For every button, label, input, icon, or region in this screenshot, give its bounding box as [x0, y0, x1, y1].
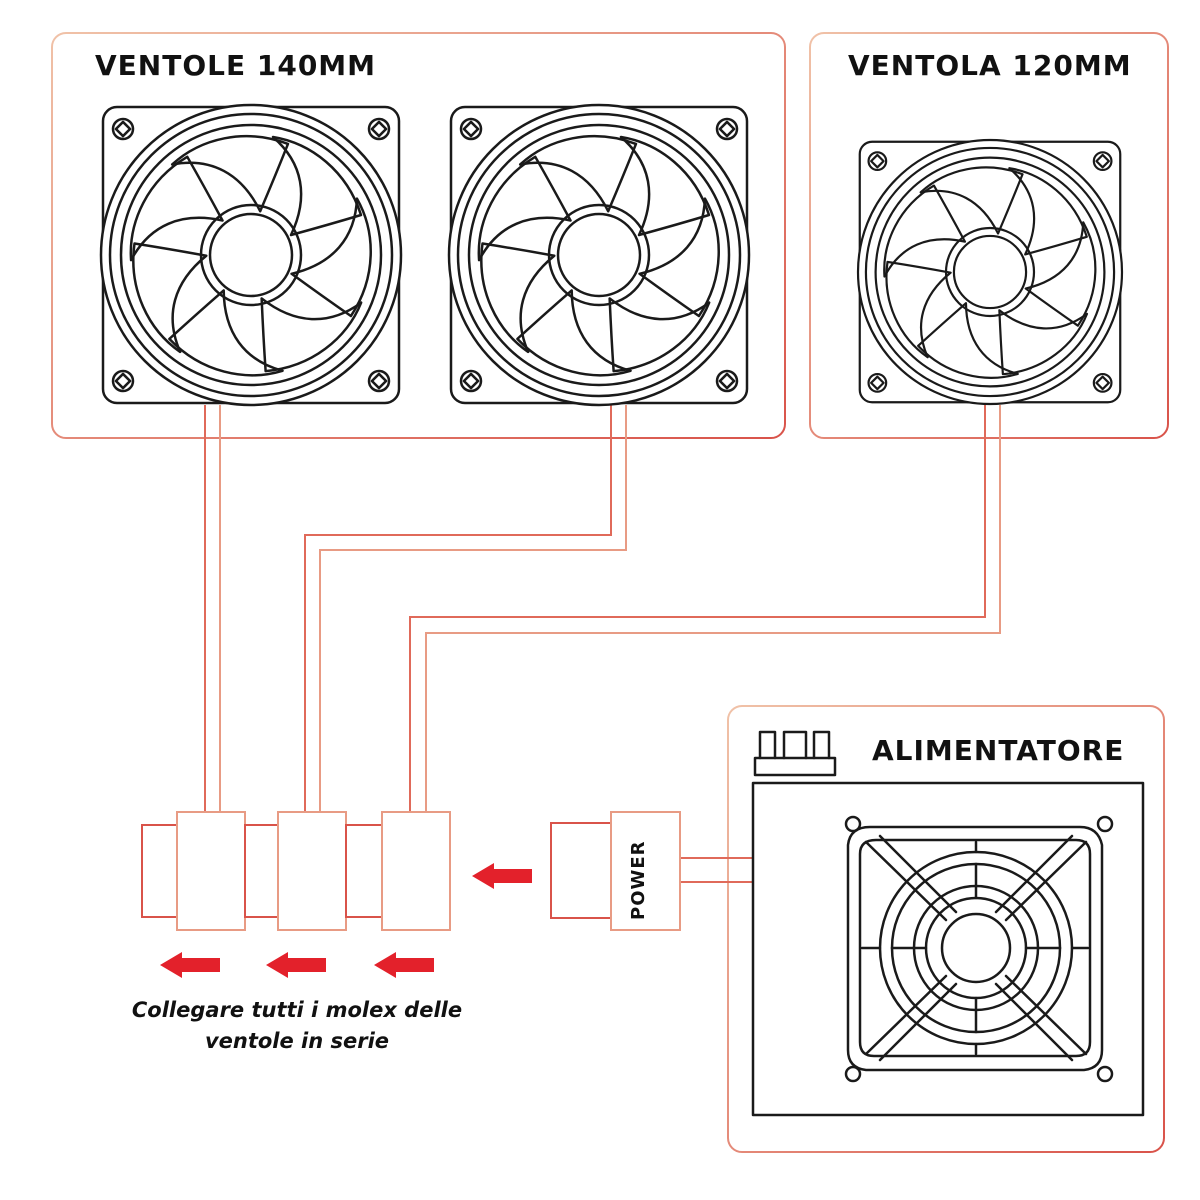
fans-140-frame: [51, 32, 786, 439]
arrow-left-icon: [472, 863, 532, 889]
arrow-left-icon: [374, 952, 434, 978]
psu-title: ALIMENTATORE: [872, 734, 1124, 767]
psu-frame: [727, 705, 1165, 1153]
arrow-left-icon: [266, 952, 326, 978]
caption-line-1: Collegare tutti i molex delle: [132, 998, 462, 1022]
caption-line-2: ventole in serie: [205, 1029, 389, 1053]
fan-120-frame: [809, 32, 1169, 439]
fan-grille-icon: [844, 815, 1114, 1083]
fans-140-title: VENTOLE 140MM: [95, 49, 376, 82]
fan-120-title: VENTOLA 120MM: [848, 49, 1132, 82]
molex-chain: [141, 811, 451, 931]
fan-icon: [856, 130, 1133, 409]
arrow-left-icon: [160, 952, 220, 978]
fan-wires: [204, 405, 1001, 883]
power-plug: POWER: [550, 811, 681, 931]
fan-icon: [447, 94, 762, 411]
psu-connector-icon: [753, 730, 837, 777]
fan-icon: [99, 94, 414, 411]
power-label: POWER: [628, 840, 649, 920]
